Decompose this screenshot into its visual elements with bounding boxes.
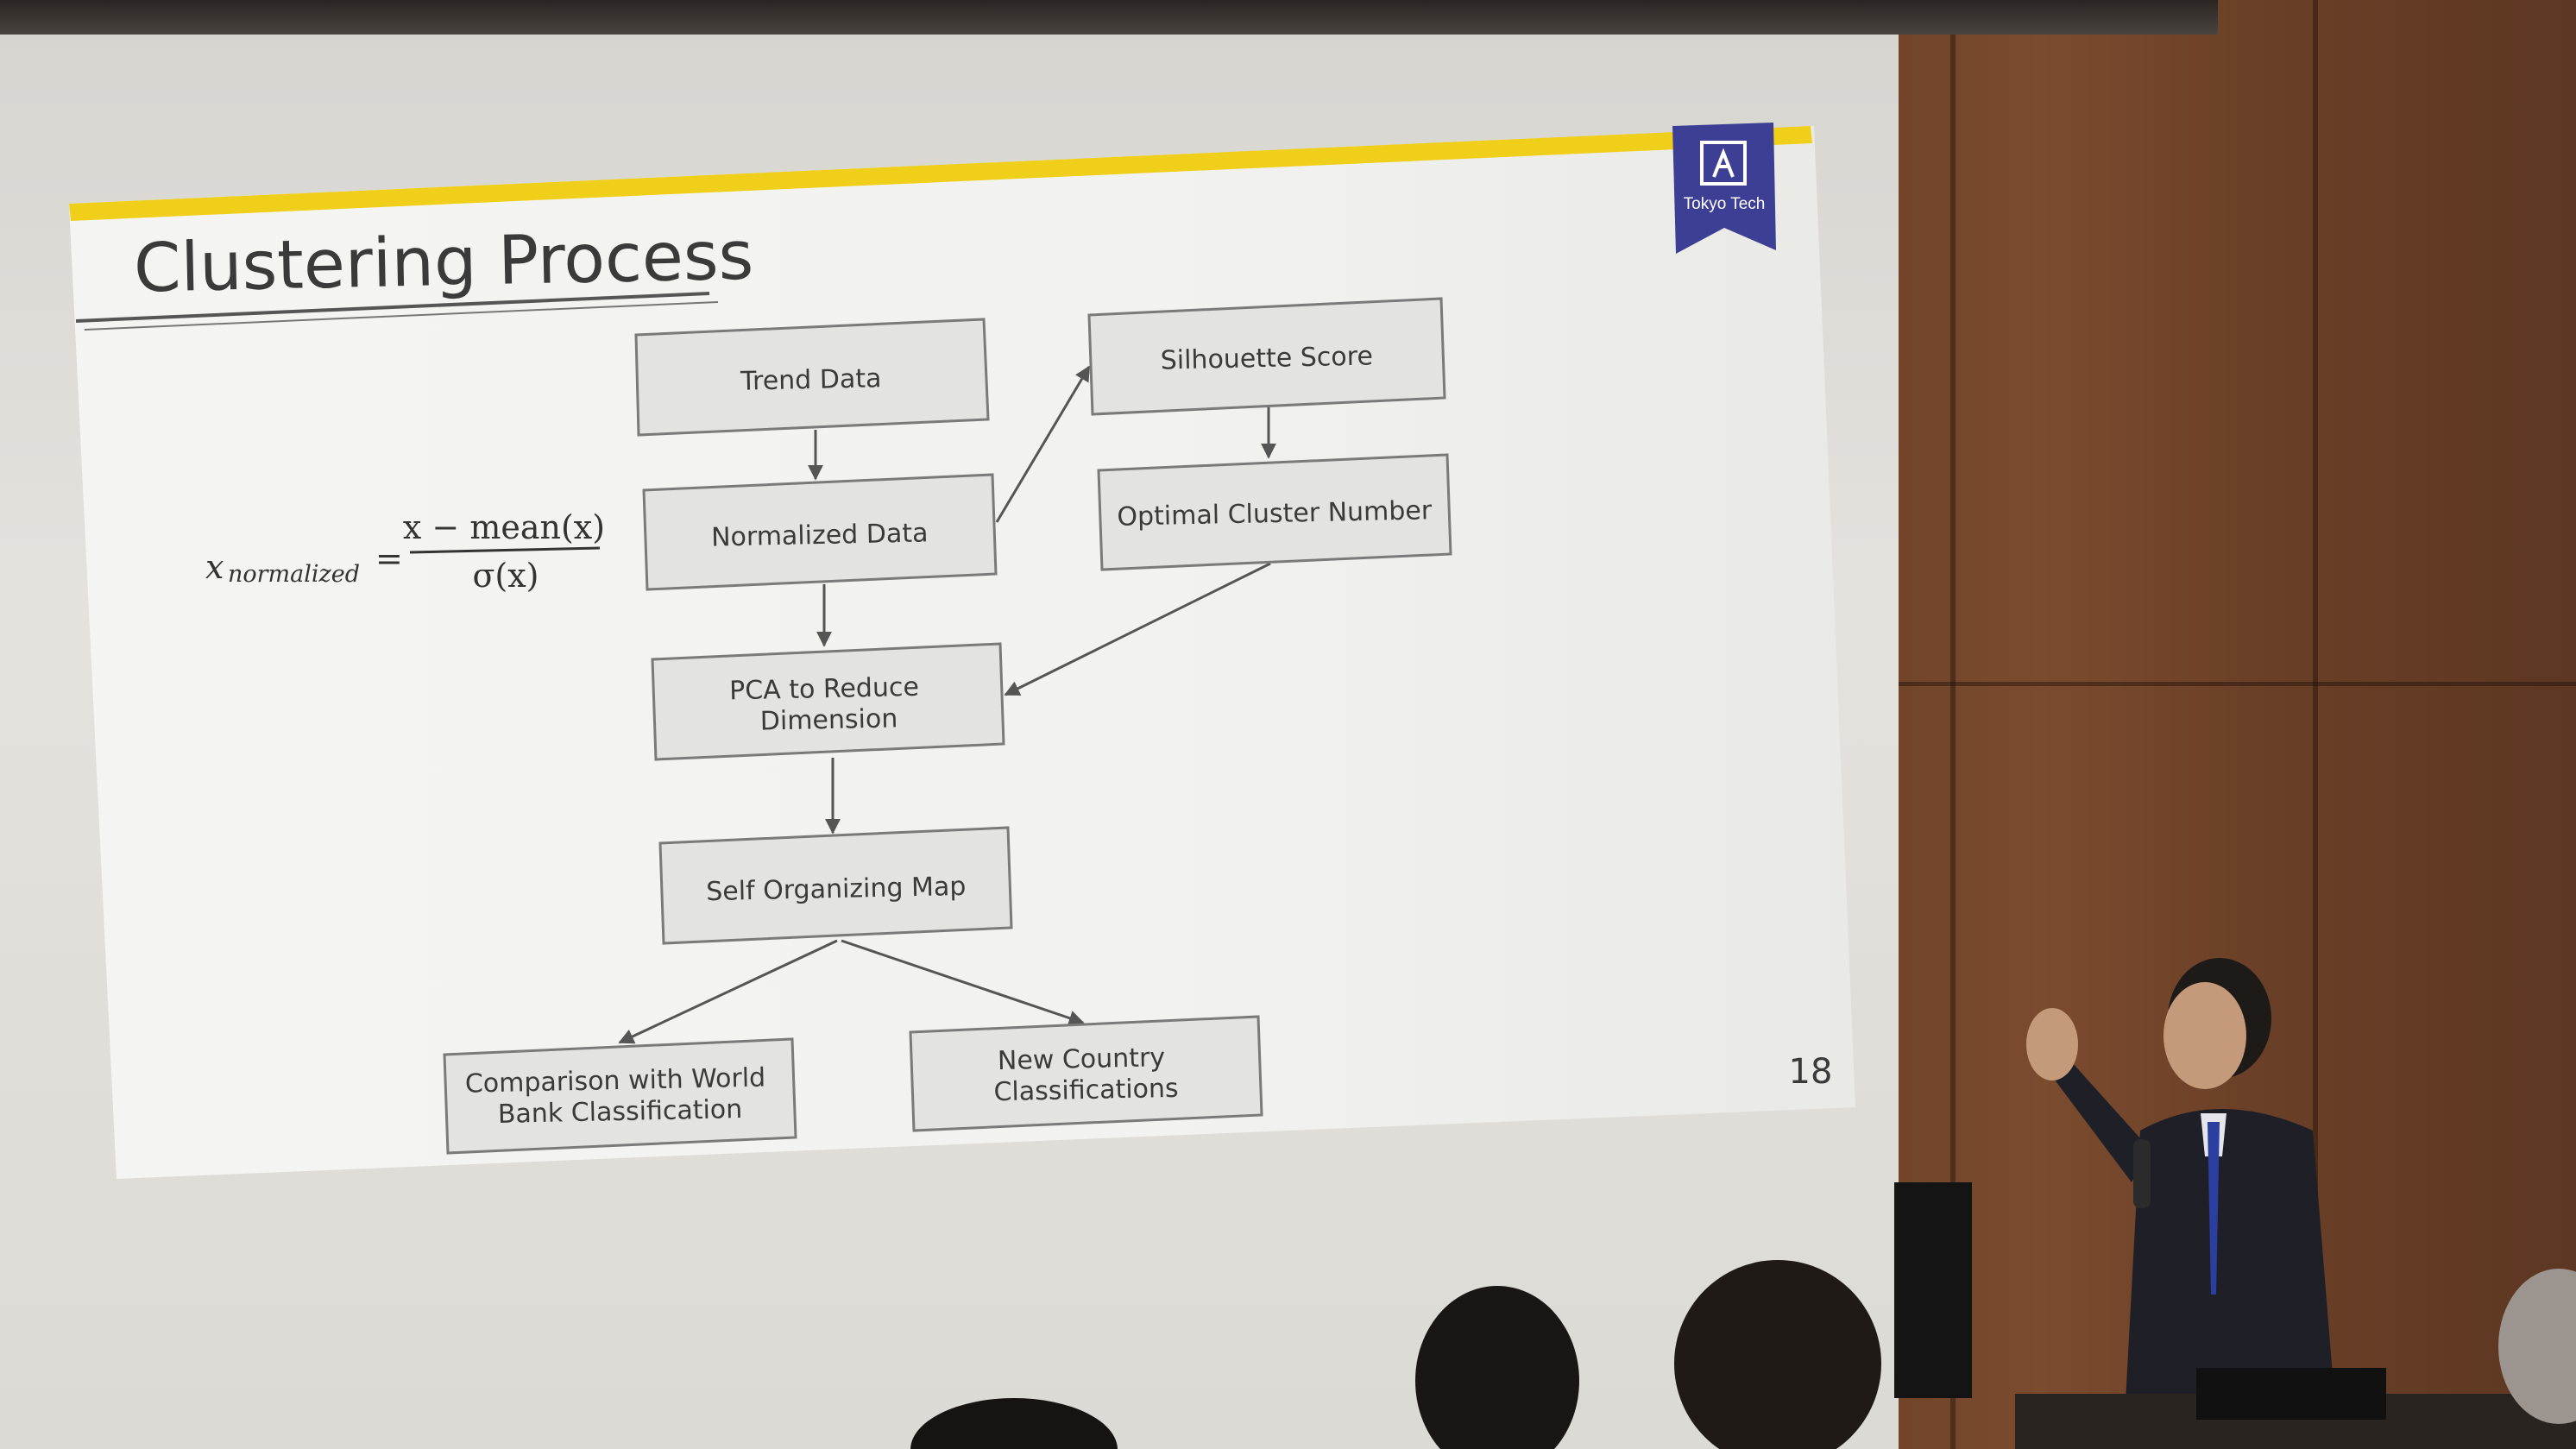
box-self-organizing-map: Self Organizing Map <box>658 826 1013 945</box>
svg-text:Self Organizing Map: Self Organizing Map <box>706 872 967 907</box>
box-pca-label-line1: PCA to Reduce <box>729 672 919 707</box>
tokyo-tech-logo: Tokyo Tech <box>1672 123 1776 254</box>
box-self-organizing-map-label: Self Organizing Map <box>706 872 967 907</box>
box-new-class-label-line2: Classifications <box>993 1074 1179 1107</box>
formula-equals: = <box>375 539 403 577</box>
title-underline <box>75 292 710 323</box>
wall-seam <box>2313 0 2318 1449</box>
logo-emblem-icon <box>1712 148 1735 178</box>
arrow-optimal-to-pca <box>1004 562 1271 696</box>
formula-lhs-sub: normalized <box>228 561 360 588</box>
arrow-som-to-comparison <box>618 939 838 1044</box>
audience-head <box>1674 1260 1881 1449</box>
svg-text:Optimal Cluster Number: Optimal Cluster Number <box>1117 495 1433 532</box>
presenter <box>2026 958 2339 1449</box>
presenter-suit <box>2123 1109 2339 1449</box>
box-pca: PCA to Reduce Dimension <box>651 642 1005 761</box>
box-comparison-world-bank: Comparison with World Bank Classificatio… <box>443 1037 797 1155</box>
formula-fraction-bar <box>409 546 601 554</box>
box-new-class-label-line1: New Country <box>998 1043 1166 1076</box>
title-underline-shadow <box>84 301 719 331</box>
svg-text:Trend Data: Trend Data <box>740 363 882 396</box>
svg-text:Normalized Data: Normalized Data <box>711 518 929 552</box>
audience-head <box>1415 1286 1579 1449</box>
box-normalized-data: Normalized Data <box>642 473 998 591</box>
audience-head <box>910 1398 1118 1449</box>
box-pca-label-line2: Dimension <box>759 703 898 736</box>
wall-seam <box>1812 682 2576 686</box>
normalization-formula: x normalized = x − mean(x) σ(x) <box>205 508 605 595</box>
formula-denominator: σ(x) <box>472 557 539 595</box>
svg-text:Silhouette Score: Silhouette Score <box>1160 341 1373 375</box>
audience-head <box>2498 1269 2576 1424</box>
box-comparison-label-line1: Comparison with World <box>465 1062 766 1099</box>
svg-text:PCA to Reduce Dimensio: PCA to Reduce Dimension <box>729 672 929 738</box>
box-comparison-label-line2: Bank Classification <box>498 1094 743 1130</box>
box-optimal-cluster-number-label: Optimal Cluster Number <box>1117 495 1433 532</box>
logo-text: Tokyo Tech <box>1684 195 1766 213</box>
svg-text:Comparison with World: Comparison with World Bank Classificatio… <box>465 1062 775 1130</box>
arrow-som-to-new-class <box>841 939 1085 1026</box>
slide-page-number: 18 <box>1789 1052 1833 1092</box>
flow-arrows <box>618 365 1276 1044</box>
box-silhouette-score: Silhouette Score <box>1087 297 1446 416</box>
slide-accent-band <box>69 126 1812 221</box>
presenter-face <box>2163 982 2246 1089</box>
slide-title: Clustering Process <box>133 217 754 308</box>
arrow-normalized-to-silhouette <box>995 365 1091 523</box>
presenter-hand <box>2026 1008 2078 1080</box>
loudspeaker <box>1894 1182 1972 1398</box>
box-trend-data-label: Trend Data <box>740 363 882 396</box>
box-trend-data: Trend Data <box>634 318 990 437</box>
presenter-arm <box>2054 1062 2149 1182</box>
formula-lhs-var: x <box>205 548 224 586</box>
formula-numerator: x − mean(x) <box>403 508 605 546</box>
microphone-icon <box>2133 1139 2151 1208</box>
box-normalized-data-label: Normalized Data <box>711 518 929 552</box>
presenter-tie <box>2208 1122 2220 1295</box>
wall-seam <box>1950 0 1956 1449</box>
laptop <box>2196 1368 2386 1420</box>
box-new-country-classifications: New Country Classifications <box>909 1015 1263 1132</box>
svg-text:New Country Classifica: New Country Classifications <box>992 1043 1179 1107</box>
screen-housing <box>0 0 2218 35</box>
audience <box>910 1260 2576 1449</box>
box-optimal-cluster-number: Optimal Cluster Number <box>1097 453 1452 571</box>
box-silhouette-score-label: Silhouette Score <box>1160 341 1373 375</box>
